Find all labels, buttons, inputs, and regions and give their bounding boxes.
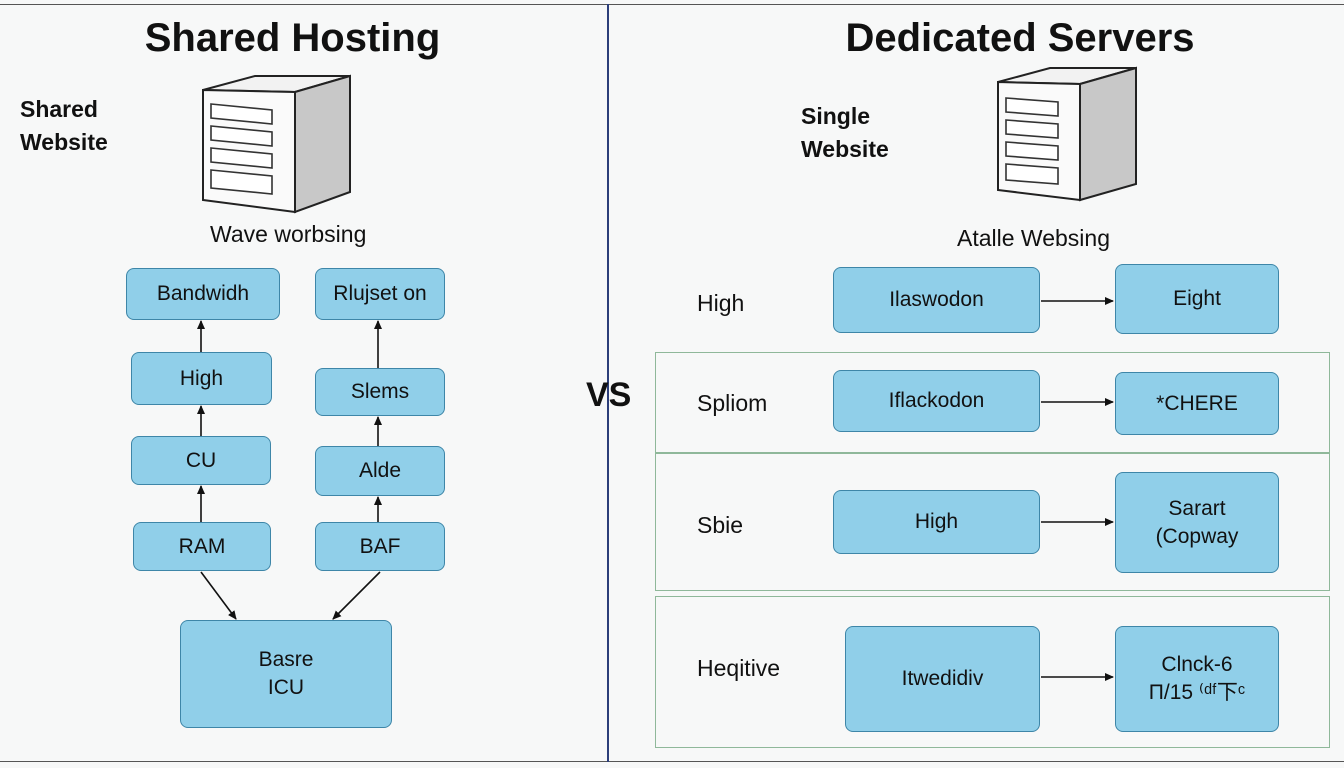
left-caption: Wave worbsing	[210, 221, 367, 247]
row-4-end-line-2: Π/15 ⁽ᵈᶠ下ᶜ	[1148, 681, 1246, 704]
divider	[607, 4, 609, 762]
row-2-end-box: *CHERE	[1115, 372, 1279, 435]
row-2-mid-box: Iflackodon	[833, 370, 1040, 432]
right-caption: Atalle Websing	[957, 225, 1110, 251]
left-label-line-2: Website	[20, 129, 108, 155]
arrow-baf-to-base	[332, 571, 381, 620]
row-4-end-box: Clnck-6 Π/15 ⁽ᵈᶠ下ᶜ	[1115, 626, 1279, 732]
row-4-end-line-1: Clnck-6	[1161, 653, 1233, 676]
row-section-4	[655, 596, 1330, 748]
right-label-line-2: Website	[801, 136, 889, 162]
left-base-box: Basre ICU	[180, 620, 392, 728]
vs-label: VS	[586, 376, 632, 414]
row-3-mid-box: High	[833, 490, 1040, 554]
left-col1-box-4: RAM	[133, 522, 271, 571]
right-label: Single Website	[801, 100, 889, 166]
left-col2-box-2: Slems	[315, 368, 445, 416]
row-1-mid-box: Ilaswodon	[833, 267, 1040, 333]
left-col1-box-1: Bandwidh	[126, 268, 280, 320]
row-3-end-line-1: Sarart	[1168, 496, 1226, 520]
row-section-2	[655, 352, 1330, 453]
left-base-line-1: Basre	[258, 648, 314, 671]
row-2-label: Spliom	[697, 390, 768, 416]
left-label-line-1: Shared	[20, 96, 98, 122]
row-section-3	[655, 453, 1330, 591]
server-icon-right	[997, 66, 1137, 202]
left-label: Shared Website	[20, 93, 108, 159]
row-1-label: High	[697, 290, 745, 316]
left-col1-box-3: CU	[131, 436, 271, 485]
left-col2-box-4: BAF	[315, 522, 445, 571]
row-4-mid-box: Itwedidiv	[845, 626, 1040, 732]
row-3-end-box: Sarart (Copway	[1115, 472, 1279, 573]
right-title: Dedicated Servers	[845, 16, 1195, 60]
arrow-ram-to-base	[200, 571, 237, 620]
row-3-end-line-2: (Copway	[1155, 524, 1239, 548]
left-title: Shared Hosting	[144, 16, 441, 60]
left-col1-box-2: High	[131, 352, 272, 405]
server-icon-left	[202, 74, 351, 214]
row-1-end-box: Eight	[1115, 264, 1279, 334]
row-4-label: Heqitive	[697, 655, 781, 681]
row-3-label: Sbie	[697, 512, 744, 538]
left-base-line-2: ICU	[267, 676, 305, 699]
right-label-line-1: Single	[801, 103, 871, 129]
frame	[0, 4, 1344, 762]
left-col2-box-1: Rlujset on	[315, 268, 445, 320]
left-col2-box-3: Alde	[315, 446, 445, 496]
